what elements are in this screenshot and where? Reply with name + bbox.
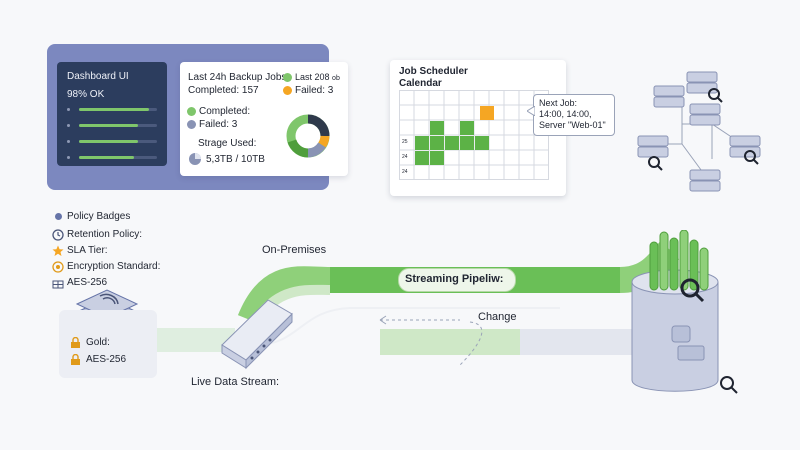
status-bar-fill (79, 156, 134, 159)
database-cylinder-icon (631, 230, 719, 392)
scheduler-title: Job Scheduler (399, 66, 468, 77)
legend-last-label: Last 208 ob (295, 72, 340, 82)
legend-green-dot (283, 73, 292, 82)
server-stack-icon (686, 71, 718, 94)
calendar-cell-green (415, 151, 429, 165)
backup-jobs-panel: Last 24h Backup Jobs: Completed: 157 Las… (180, 62, 348, 176)
dashboard-panel-title: Dashboard UI (67, 71, 129, 82)
network-router-icon (221, 299, 293, 370)
status-bar-row (67, 108, 157, 112)
gold-label: Gold: (86, 337, 110, 348)
dashboard-status-panel: Dashboard UI 98% OK (57, 62, 167, 166)
calendar-cell-green (415, 136, 429, 150)
server-cluster-illustration (637, 71, 761, 192)
green-pipe-upper (237, 240, 680, 326)
calendar-cell-green (430, 151, 444, 165)
status-bar-fill (79, 140, 138, 143)
next-job-tooltip: Next Job: 14:00, 14:00, Server "Web-01" (533, 94, 615, 136)
scheduler-subtitle: Calendar (399, 78, 442, 89)
completed-dot (187, 107, 196, 116)
calendar-cell-green (430, 121, 444, 135)
calendar-grid (399, 90, 549, 180)
encryption-standard-label: Encryption Standard: (67, 261, 161, 272)
lock-icon (71, 354, 80, 365)
tooltip-heading: Next Job: (539, 98, 578, 108)
storage-label: Strage Used: (198, 138, 257, 149)
jobs-donut-chart (286, 114, 330, 158)
policy-bullet (55, 213, 62, 220)
on-premises-label: On-Premises (262, 244, 327, 256)
legend-orange-dot (283, 86, 292, 95)
calendar-cell-green (460, 136, 474, 150)
dashboard-status-text: 98% OK (67, 89, 105, 100)
magnifier-icon (648, 156, 663, 171)
calendar-cell-green (460, 121, 474, 135)
tooltip-time: 14:00, 14:00, (539, 109, 592, 119)
magnifier-icon (720, 376, 738, 394)
tooltip-pointer (527, 106, 535, 116)
backup-jobs-title: Last 24h Backup Jobs: (188, 72, 290, 83)
policy-badges-header: Policy Badges (67, 211, 131, 222)
status-bar-row (67, 124, 157, 128)
calendar-week-number: 24 (402, 154, 408, 160)
calendar-week-number: 25 (402, 139, 408, 145)
server-stack-icon (689, 169, 721, 192)
tooltip-server: Server "Web-01" (539, 120, 606, 130)
status-bar-fill (79, 108, 150, 111)
storage-value: 5,3TB / 10TB (206, 154, 265, 165)
calendar-cell-green (430, 136, 444, 150)
live-data-stream-label: Live Data Stream: (191, 376, 280, 388)
aes-bottom-label: AES-256 (86, 354, 127, 365)
sla-tier-label: SLA Tier: (67, 245, 108, 256)
calendar-cell-orange (480, 106, 494, 120)
status-bar-row (67, 156, 157, 160)
failed-label: Failed: 3 (199, 119, 238, 130)
storage-pie-icon (189, 153, 201, 165)
status-bar-row (67, 140, 157, 144)
clock-icon (52, 229, 64, 241)
aes-top-label: AES-256 (67, 277, 108, 288)
streaming-pipeline-label: Streaming Pipeliw: (405, 273, 504, 285)
magnifier-icon (680, 278, 705, 303)
lock-grid-icon (52, 280, 64, 289)
lock-icon (71, 337, 80, 348)
completed-count: Completed: 157 (188, 85, 259, 96)
server-stack-icon (689, 103, 721, 126)
failed-dot (187, 120, 196, 129)
streaming-pipeline-pill (398, 268, 516, 292)
data-flow-illustration (150, 230, 738, 394)
server-stack-icon (729, 135, 761, 158)
server-stack-icon (653, 85, 685, 108)
legend-failed-label: Failed: 3 (295, 85, 334, 96)
status-bar-fill (79, 124, 138, 127)
completed-label: Completed: (199, 106, 251, 117)
magnifier-icon (708, 88, 723, 103)
change-label: Change (478, 311, 517, 323)
retention-policy-label: Retention Policy: (67, 229, 143, 240)
calendar-cell-green (475, 136, 489, 150)
calendar-cell-green (445, 136, 459, 150)
server-stack-icon (637, 135, 669, 158)
star-icon (52, 245, 64, 256)
encryption-badge-icon (52, 261, 64, 273)
calendar-week-number: 24 (402, 169, 408, 175)
magnifier-icon (744, 150, 759, 165)
